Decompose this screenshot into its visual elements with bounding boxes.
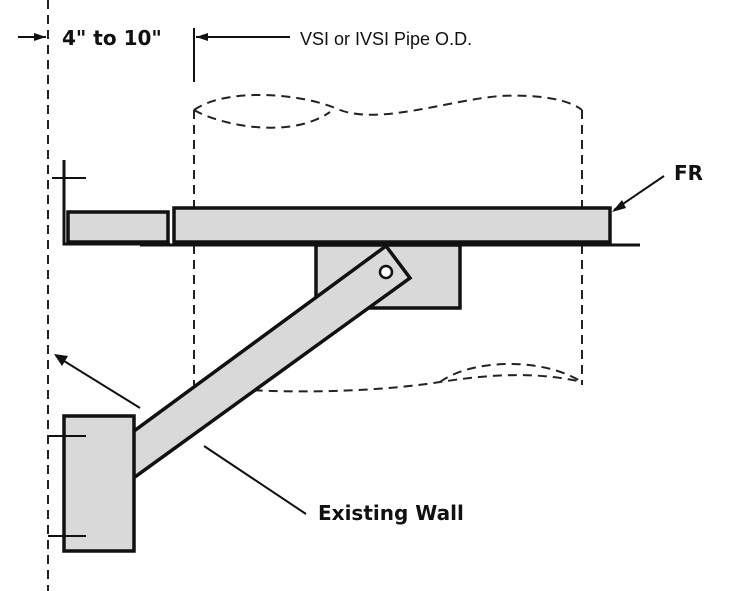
wall-leader: [54, 354, 307, 515]
top-wall-bracket: [52, 160, 170, 246]
fr-leader: [612, 175, 665, 212]
wall-label: Existing Wall: [318, 501, 464, 525]
dimension-label: 4" to 10": [62, 26, 162, 50]
fr-label: FR: [674, 161, 703, 185]
dimension-annotation: [18, 28, 290, 82]
upper-pin: [378, 264, 394, 280]
pipe-od-label: VSI or IVSI Pipe O.D.: [300, 29, 472, 49]
lower-wall-plate: [62, 414, 136, 553]
horizontal-channel: [172, 206, 612, 244]
